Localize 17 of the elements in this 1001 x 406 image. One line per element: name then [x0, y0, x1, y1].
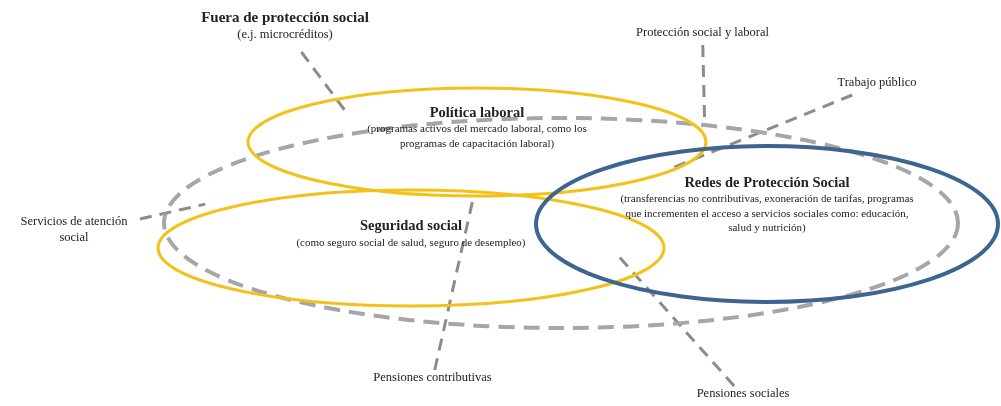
region-description: (como seguro social de salud, seguro de desempleo)	[296, 234, 526, 249]
region-description: (programas activos del mercado laboral, como los programas de capacitación laboral)	[366, 121, 588, 150]
region-title: Seguridad social	[360, 217, 462, 235]
region-title: Redes de Protección Social	[684, 173, 850, 192]
leader-line	[671, 93, 853, 170]
callout-label: Fuera de protección social	[200, 8, 370, 27]
leader-line	[139, 202, 206, 221]
region-description: (transferencias no contributivas, exoneración de tarifas, programas que incrementen el acceso a servicios sociales como: educación, salud y nutrición)	[619, 191, 915, 235]
callout-label: Trabajo público	[818, 75, 936, 95]
callout-label: Pensiones sociales	[678, 386, 808, 406]
callout-label: Servicios de atención social	[8, 214, 140, 254]
leader-line	[300, 51, 348, 113]
oval-region	[164, 118, 958, 328]
callout-label: Pensiones contributivas	[345, 370, 520, 390]
callout-note: (e.j. microcréditos)	[236, 26, 334, 43]
callout-label: Protección social y laboral	[605, 25, 800, 45]
region-title: Política laboral	[429, 104, 525, 122]
